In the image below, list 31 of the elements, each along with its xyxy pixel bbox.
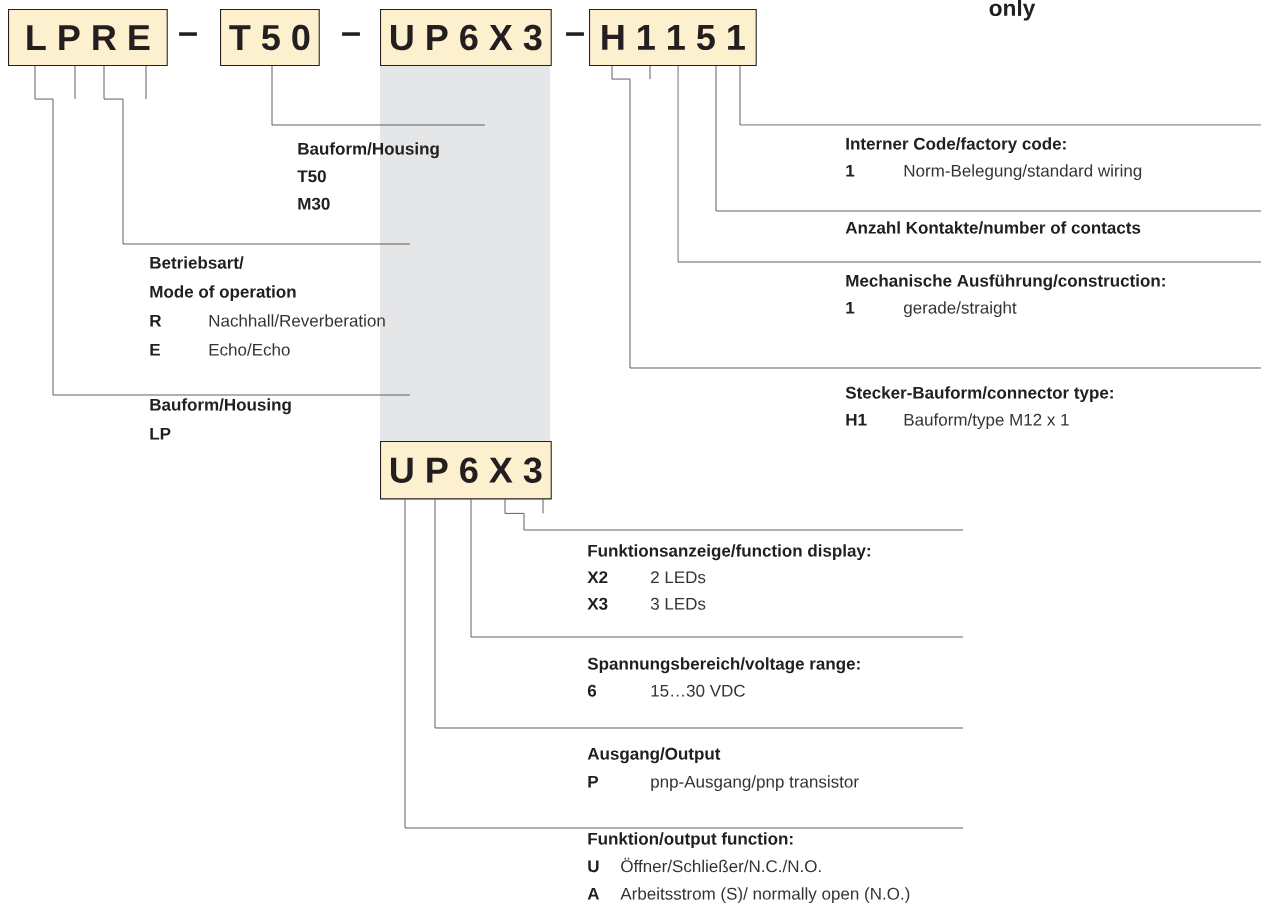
leader-line xyxy=(715,65,1261,212)
code-box: L P R E xyxy=(8,9,168,67)
leader-line xyxy=(404,498,964,829)
separator-dash: – xyxy=(342,32,360,36)
leader-line xyxy=(504,498,964,531)
leader-line xyxy=(677,65,1261,263)
leader-line xyxy=(611,65,1261,369)
description-text: Stecker-Bauform/connector type: H1 Bauform/type M12 x 1 xyxy=(845,386,1113,430)
description-text: Anzahl Kontakte/number of contacts xyxy=(845,221,1141,234)
separator-dash: – xyxy=(566,32,584,36)
description-text: Bauform/Housing T50 M30 xyxy=(297,142,439,210)
description-text: Mechanische Ausführung/construction: 1 gerade/straight xyxy=(846,274,1165,318)
code-box: H 1 1 5 1 xyxy=(589,9,757,67)
description-text: Ausgang/Output P pnp-Ausgang/pnp transistor xyxy=(587,747,859,792)
description-text: Interner Code/factory code: 1 Norm-Belegung/standard wiring xyxy=(846,137,1142,181)
separator-dash: – xyxy=(179,32,197,36)
note-text: only xyxy=(989,0,1036,21)
description-text: Spannungsbereich/voltage range: 6 15…30 VDC xyxy=(587,657,860,697)
description-text: Betriebsart/ Mode of operation R Nachhall/Reverberation E Echo/Echo xyxy=(150,256,385,356)
leader-line xyxy=(739,65,1261,126)
leader-line xyxy=(434,498,964,729)
description-text: Funktionsanzeige/function display: X2 2 LEDs X3 3 LEDs xyxy=(587,544,870,610)
description-text: Funktion/output function: U Öffner/Schließer/N.C./N.O. A Arbeitsstrom (S)/ normally open (N.O.) xyxy=(587,832,910,904)
leader-line xyxy=(271,65,486,126)
description-text: Bauform/Housing LP xyxy=(150,398,291,440)
code-box: T 5 0 xyxy=(220,9,320,67)
leader-line xyxy=(34,65,411,396)
code-box: U P 6 X 3 xyxy=(380,441,552,500)
leader-line xyxy=(470,498,964,638)
code-box: U P 6 X 3 xyxy=(380,9,552,67)
leader-line xyxy=(103,65,411,245)
